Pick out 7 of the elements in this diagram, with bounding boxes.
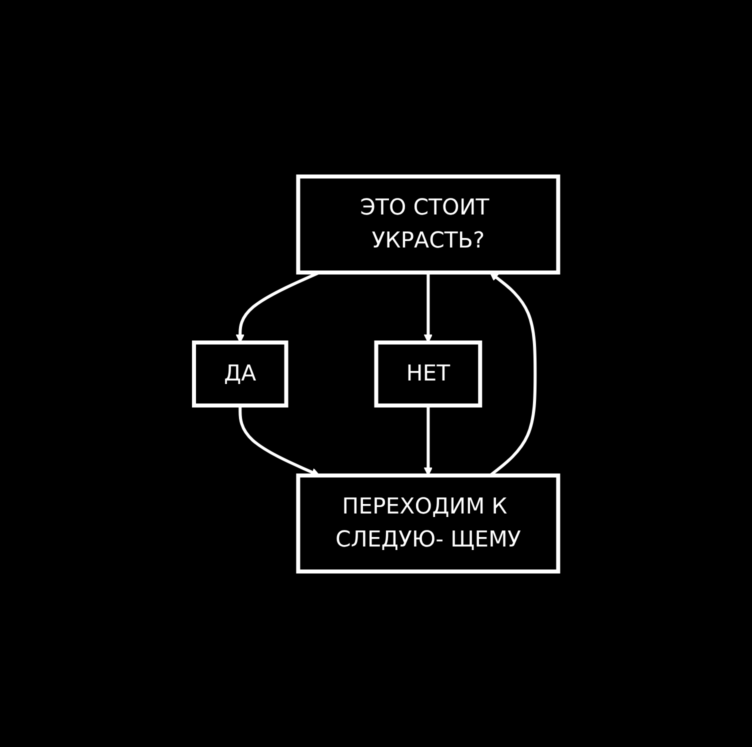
node-box: НЕТ bbox=[374, 340, 482, 407]
node-box: ПЕРЕХОДИМ К СЛЕДУЮ- ЩЕМУ bbox=[296, 473, 560, 573]
arrow bbox=[424, 272, 432, 342]
arrow bbox=[238, 405, 320, 476]
arrow bbox=[424, 405, 432, 476]
node-box: ЭТО СТОИТ УКРАСТЬ? bbox=[296, 174, 560, 274]
node-box: ДА bbox=[192, 340, 288, 407]
